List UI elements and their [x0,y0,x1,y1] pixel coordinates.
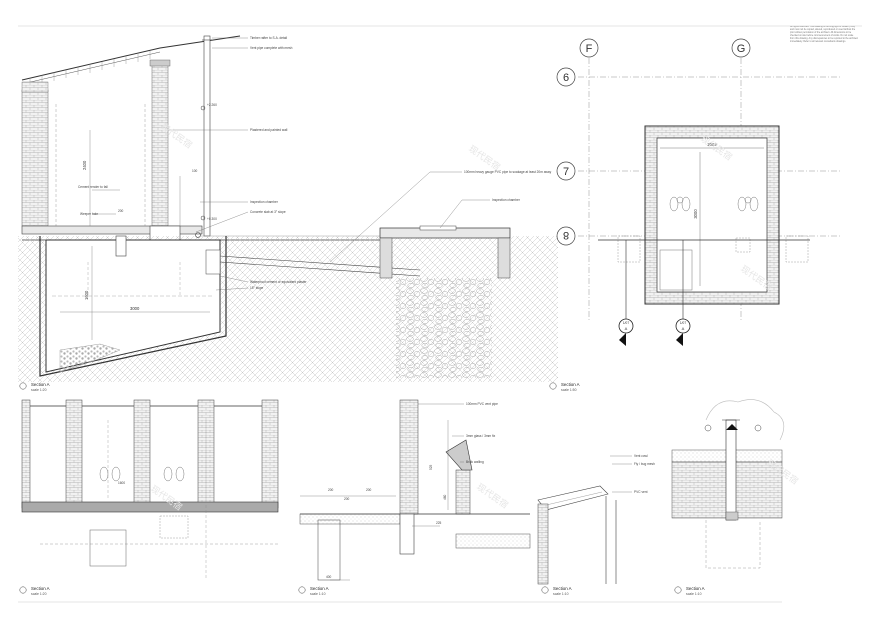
bs2-dim-3: 200 [344,497,350,501]
caption-title: Section A [31,382,50,387]
bottom-section-4-caption: Section A scale 1:10 [674,586,705,596]
bs2-dim-6: 225 [436,521,442,525]
bs3-scale: scale 1:10 [553,592,569,596]
caption-scale: scale 1:20 [31,388,47,392]
title-block-notes: All rights reserved. This drawing is the… [790,26,858,43]
bs1-slab [21,501,279,513]
bs2-dim-2: 200 [366,488,372,492]
grid-row-6: 6 [563,72,569,84]
section-marker-right: 1/07 A [675,318,691,346]
main-section-drawing [18,35,558,382]
plan-section-markers: 1/07 A 1/07 A [618,318,691,346]
callout-weeper-hole: Weeper hole [80,212,98,216]
dim-200: 200 [118,209,124,213]
plan-interior [656,137,768,293]
bs2-scale: scale 1:10 [310,592,326,596]
section-marker-left: 1/07 A [618,318,634,346]
roof-rafters [29,51,151,86]
bottom-section-4-drawing [671,399,785,569]
bs3-caption: Section A [553,586,572,591]
bottom-section-3-drawing [537,455,632,585]
bs2-callout-brick: Brick walling [466,460,484,464]
grid-row-8: 8 [563,229,569,241]
watermark-6: 现代民宿 [475,481,511,511]
dim-3000: 3000 [130,306,140,311]
bs3-callout-pvc: PVC vent [634,490,648,494]
section-marker-left-ref: 1/07 [623,321,629,325]
bs2-callout-vent: 100mm PVC vent pipe [466,402,498,406]
level-floor: +0.300 [207,217,217,221]
dim-2400: 2400 [82,160,87,170]
bottom-section-2-caption: Section A scale 1:10 [298,586,329,596]
bs3-callout-cowl: Vent cowl [634,454,648,458]
callout-concrete-slab: Concrete slab at 3° slope [250,210,286,214]
plan-dim-3000: 3000 [693,209,698,219]
bs2-callout-glass: 3mm glass / 3mm fix [466,434,496,438]
dim-1600: 1600 [84,290,89,300]
vent-pipe [203,35,211,237]
plan-caption-scale: scale 1:50 [561,388,577,392]
floor-slab [21,225,203,235]
callout-cement-render: Cement render to fall [78,185,108,189]
gravel-soakaway [396,278,492,378]
callout-plastered-wall: Plastered and painted wall [250,128,288,132]
callout-waterproof-plaster: Waterproof cement or equivalent plaster [250,280,308,284]
callout-vent-pipe: Vent pipe complete with mesh [250,46,293,50]
watermark-1: 现代民宿 [467,143,503,173]
bottom-section-1-drawing [21,399,279,580]
main-section-callouts: Timber rafter to S.A. detail Vent pipe c… [78,36,552,311]
grid-col-G: G [737,43,746,55]
right-brick-wall [151,61,169,227]
bs2-dim-4: 525 [429,464,433,470]
footrest-marks [669,196,759,212]
bottom-section-2-drawing [299,399,531,581]
plan-grid-bubbles: F G 6 7 8 [556,38,751,246]
plan-caption-title: Section A [561,382,580,387]
callout-slope: 15° slope [250,286,264,290]
bs2-dim-1: 200 [328,488,334,492]
plan-caption: Section A scale 1:50 [549,382,580,392]
bs1-dim-1600: 1600 [118,481,125,485]
callout-rafter: Timber rafter to S.A. detail [250,36,287,40]
plan-drawing [578,58,840,324]
section-marker-right-id: A [682,326,685,331]
roof-line [21,35,241,81]
dimension-lines [60,130,210,340]
septic-pit [45,239,221,373]
bs2-dim-5: 460 [443,494,447,500]
callout-leaders [92,37,490,291]
callout-pvc-pipe: 100mm heavy gauge PVC pipe to soakage at… [464,170,552,174]
main-section-caption: Section A scale 1:20 [19,382,50,392]
bs4-caption: Section A [686,586,705,591]
bs2-caption: Section A [310,586,329,591]
bs4-scale: scale 1:10 [686,592,702,596]
level-top: +2.260 [207,103,217,107]
plan-dim-2055: 2055 [707,142,717,147]
plan-dims: 2055 3000 [693,142,717,219]
bs1-caption: Section A [31,586,50,591]
bottom-section-2-callouts: 100mm PVC vent pipe 3mm glass / 3mm fix … [326,402,498,579]
copyright-note: All rights reserved. This drawing is the… [790,26,858,43]
left-brick-wall [21,89,49,227]
callout-inspection-chamber-right: Inspection chamber [492,198,521,202]
bs1-scale: scale 1:20 [31,592,47,596]
dim-100: 100 [192,169,198,173]
grid-row-7: 7 [563,166,569,178]
bottom-section-3-callouts: Vent cowl Fly / bug mesh PVC vent [634,454,655,494]
bs3-callout-mesh: Fly / bug mesh [634,462,655,466]
bottom-section-1-caption: Section A scale 1:20 [19,586,50,596]
bottom-section-3-caption: Section A scale 1:10 [541,586,572,596]
section-marker-right-ref: 1/07 [680,321,686,325]
grid-col-F: F [586,43,593,55]
bs2-dim-7: 400 [326,575,332,579]
callout-inspection-chamber-left: Inspection chamber [250,200,279,204]
section-marker-left-id: A [625,326,628,331]
